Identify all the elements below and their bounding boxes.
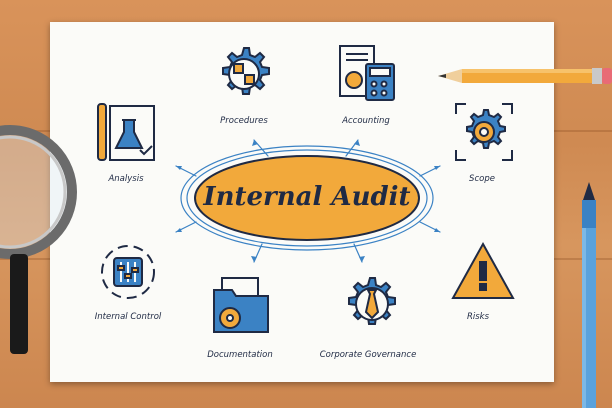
node-scope: Scope xyxy=(452,100,516,190)
pencil-decoration xyxy=(438,68,612,84)
node-label: Scope xyxy=(469,174,495,184)
target-gear-icon xyxy=(455,103,513,161)
diagram-title: Internal Audit xyxy=(203,182,411,212)
pen-decoration xyxy=(582,182,596,408)
node-label: Internal Control xyxy=(94,312,162,322)
magnifier-decoration xyxy=(0,125,77,354)
node-internal-control: Internal Control xyxy=(95,240,161,332)
node-analysis: Analysis xyxy=(96,100,160,190)
node-risks: Risks xyxy=(448,238,518,332)
node-label: Analysis xyxy=(108,174,144,184)
flask-document-icon xyxy=(97,103,155,161)
folder-gear-icon xyxy=(213,277,269,333)
node-label: Risks xyxy=(466,312,490,322)
node-label: Procedures xyxy=(220,116,268,126)
node-corporate-governance: Corporate Governance xyxy=(320,274,416,368)
node-label: Corporate Governance xyxy=(319,350,417,360)
center-title-box: Internal Audit xyxy=(195,184,419,214)
control-panel-icon xyxy=(101,245,155,299)
center-ellipse-ring xyxy=(186,149,428,247)
node-documentation: Documentation xyxy=(207,274,274,368)
center-ellipse-ring xyxy=(180,145,434,251)
node-label: Accounting xyxy=(342,116,390,126)
center-ellipse xyxy=(194,155,420,241)
node-procedures: Procedures xyxy=(214,44,274,134)
warning-triangle-icon xyxy=(451,241,515,299)
node-accounting: Accounting xyxy=(336,42,400,134)
gear-tie-icon xyxy=(348,277,396,325)
gear-process-icon xyxy=(222,47,270,95)
calculator-coin-icon xyxy=(339,45,395,101)
node-label: Documentation xyxy=(207,350,273,360)
